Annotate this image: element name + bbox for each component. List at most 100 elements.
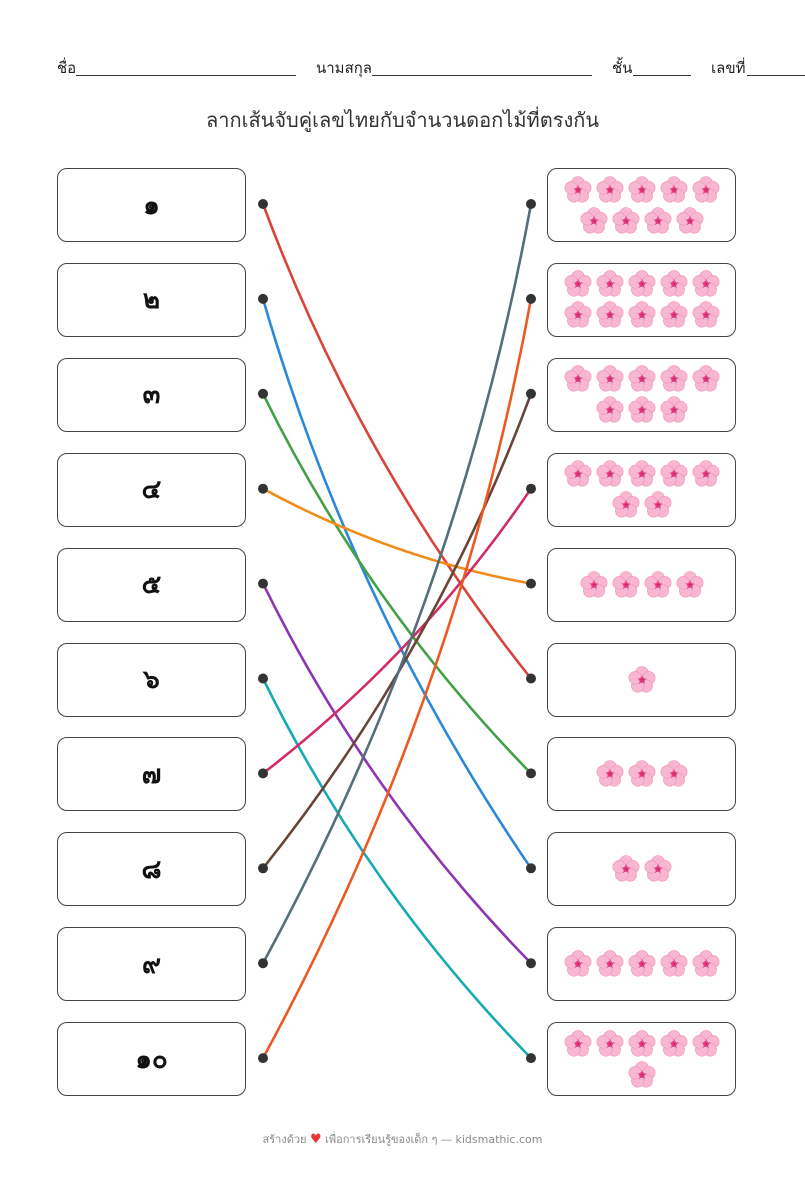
flower-dot[interactable] xyxy=(526,673,536,684)
flower-icon xyxy=(564,365,591,392)
flower-icon xyxy=(628,365,655,392)
connection-line[interactable] xyxy=(261,392,533,775)
numeral-card: ๕ xyxy=(57,547,246,622)
numeral-card: ๒ xyxy=(57,262,246,337)
flower-row xyxy=(595,759,689,790)
number-label: เลขที่ xyxy=(711,59,746,77)
footer-prefix: สร้างด้วย xyxy=(262,1133,307,1146)
flower-dot[interactable] xyxy=(526,293,536,304)
flower-dot[interactable] xyxy=(526,483,536,494)
flower-card xyxy=(547,927,736,1002)
connection-line[interactable] xyxy=(261,202,533,680)
name-field[interactable] xyxy=(76,75,296,76)
flower-dot[interactable] xyxy=(526,578,536,589)
numeral-dot[interactable] xyxy=(258,388,268,399)
thai-numeral: ๗ xyxy=(141,759,162,790)
flower-icon xyxy=(596,760,623,787)
flower-icon xyxy=(628,460,655,487)
flower-dot[interactable] xyxy=(526,388,536,399)
connection-line[interactable] xyxy=(261,392,533,870)
flower-icon xyxy=(580,206,607,233)
flower-icon xyxy=(564,301,591,328)
worksheet-title: ลากเส้นจับคู่เลขไทยกับจำนวนดอกไม้ที่ตรงก… xyxy=(206,108,599,132)
connection-line[interactable] xyxy=(261,487,533,585)
numeral-dot[interactable] xyxy=(258,293,268,304)
flower-dot[interactable] xyxy=(526,1053,536,1064)
connection-line[interactable] xyxy=(261,677,533,1060)
flower-icon xyxy=(612,206,639,233)
flower-row xyxy=(563,174,721,205)
flower-icon xyxy=(596,365,623,392)
numeral-dot[interactable] xyxy=(258,673,268,684)
numeral-dot[interactable] xyxy=(258,483,268,494)
flower-icon xyxy=(692,460,719,487)
flower-icon xyxy=(596,950,623,977)
flower-card xyxy=(547,832,736,907)
surname-field[interactable] xyxy=(372,75,592,76)
numeral-dot[interactable] xyxy=(258,199,268,209)
flower-row xyxy=(563,1028,721,1059)
numeral-card: ๔ xyxy=(57,452,246,527)
flower-icon xyxy=(676,570,703,598)
number-field[interactable] xyxy=(747,75,805,76)
flower-dot[interactable] xyxy=(526,863,536,874)
flower-dot[interactable] xyxy=(526,958,536,969)
flower-icon xyxy=(564,175,591,202)
connection-line[interactable] xyxy=(261,297,533,1060)
flower-row xyxy=(579,569,705,600)
flower-icon xyxy=(612,491,639,518)
numeral-card: ๓ xyxy=(57,357,246,432)
numeral-dot[interactable] xyxy=(258,1053,268,1064)
flower-icon xyxy=(580,570,607,598)
flower-icon xyxy=(644,855,671,882)
numeral-dot[interactable] xyxy=(258,578,268,589)
flower-icon xyxy=(596,270,623,297)
flower-icon xyxy=(660,301,687,328)
flower-row xyxy=(595,395,689,426)
connection-line[interactable] xyxy=(261,582,533,965)
numeral-dot[interactable] xyxy=(258,958,268,969)
flower-card xyxy=(547,357,736,432)
flower-icon xyxy=(596,1029,623,1057)
flower-icon xyxy=(596,396,623,423)
connection-line[interactable] xyxy=(261,487,533,775)
flower-card xyxy=(547,547,736,622)
flower-card xyxy=(547,737,736,812)
numeral-card: ๗ xyxy=(57,737,246,812)
thai-numeral: ๑ xyxy=(143,190,160,221)
flower-row xyxy=(563,949,721,980)
flower-icon xyxy=(660,460,687,487)
flower-icon xyxy=(692,950,719,977)
flower-icon xyxy=(628,301,655,328)
numeral-card: ๑ xyxy=(57,168,246,242)
class-field[interactable] xyxy=(633,75,691,76)
numeral-dot[interactable] xyxy=(258,768,268,779)
connection-line[interactable] xyxy=(261,202,533,965)
surname-label: นามสกุล xyxy=(316,59,372,77)
flower-icon xyxy=(644,491,671,518)
thai-numeral: ๒ xyxy=(142,285,161,316)
numeral-dot[interactable] xyxy=(258,863,268,874)
flower-icon xyxy=(644,570,671,598)
numeral-card: ๑๐ xyxy=(57,1022,246,1097)
flower-icon xyxy=(628,1060,655,1088)
flower-card xyxy=(547,1022,736,1097)
flower-card xyxy=(547,642,736,717)
flower-icon xyxy=(596,301,623,328)
flower-icon xyxy=(564,270,591,297)
heart-icon: ♥ xyxy=(309,1132,322,1147)
flower-dot[interactable] xyxy=(526,199,536,209)
flower-icon xyxy=(660,270,687,297)
flower-icon xyxy=(564,950,591,977)
flower-row xyxy=(563,269,721,300)
flower-icon xyxy=(628,1029,655,1057)
numeral-card: ๖ xyxy=(57,642,246,717)
flower-icon xyxy=(628,760,655,787)
connection-line[interactable] xyxy=(261,297,533,870)
flower-icon xyxy=(628,270,655,297)
flower-card xyxy=(547,262,736,337)
flower-icon xyxy=(596,175,623,202)
flower-dot[interactable] xyxy=(526,768,536,779)
flower-row xyxy=(611,854,673,885)
flower-icon xyxy=(692,1029,719,1057)
